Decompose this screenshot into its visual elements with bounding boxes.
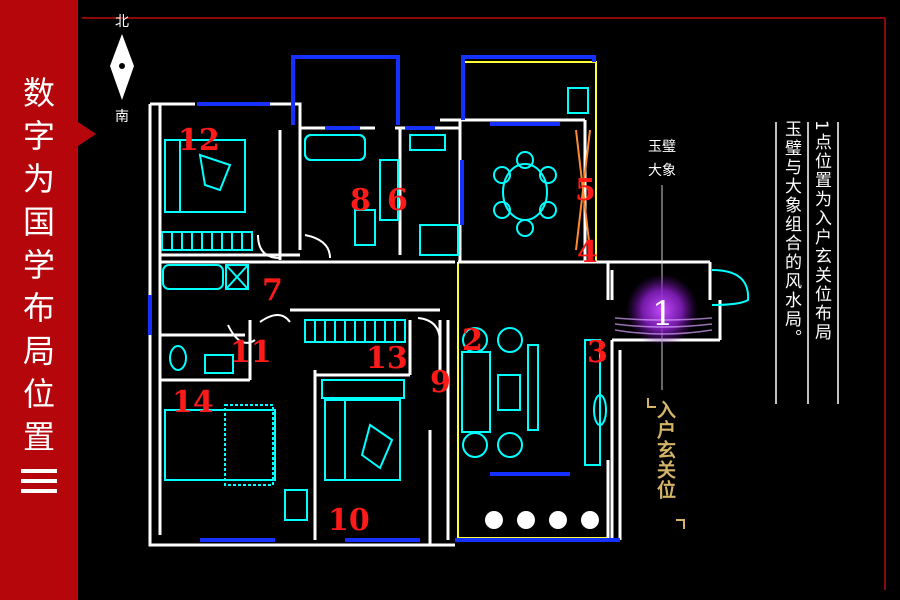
sidebar-bar [21,469,57,473]
description-rules [775,122,839,404]
sidebar [0,0,78,600]
glow-rays [614,317,713,335]
description: 1点位置为入户玄关位布局 玉璧与大象组合的风水局。 [776,120,840,406]
position-4: 4 [577,235,598,270]
kitchen-door-marks [575,129,591,251]
jade-label: 玉璧 [648,138,676,155]
sidebar-number-three [21,463,57,493]
position-3: 3 [587,335,608,370]
description-col1: 1点位置为入户玄关位布局 [811,120,831,342]
title-char: 字 [22,117,55,155]
title-char: 置 [22,418,55,456]
sidebar-bar [21,479,57,483]
doors [227,234,441,344]
entry-foyer-label: 入户玄关位 [654,400,676,500]
sidebar-bar [21,489,57,493]
walls [148,102,722,547]
position-2: 2 [462,323,483,358]
position-9: 9 [430,365,451,400]
compass-south-label: 南 [115,109,129,125]
compass [110,34,134,100]
corner-decoration [82,17,886,590]
position-12: 12 [178,123,220,158]
balcony-plants [485,511,599,529]
position-6: 6 [387,183,408,218]
title-char: 位 [22,375,55,413]
title-char: 局 [22,332,55,370]
elephant-label: 大象 [648,163,676,179]
position-14: 14 [172,385,214,420]
entry-label-brackets [647,398,685,529]
title-char: 国 [22,203,55,241]
description-col2: 玉璧与大象组合的风水局。 [781,120,801,348]
sidebar-pointer [78,122,96,146]
sidebar-title: 数 字 为 国 学 布 局 位 置 [0,72,78,493]
position-11: 11 [230,335,272,370]
position-7: 7 [262,273,283,308]
position-5: 5 [575,173,596,208]
windows [148,55,620,542]
position-1: 1 [652,294,674,334]
position-1-glow [626,274,698,346]
title-char: 布 [22,289,55,327]
position-10: 10 [328,503,370,538]
title-char: 学 [22,246,55,284]
furniture [161,87,750,521]
compass-north-label: 北 [115,14,129,30]
title-char: 数 [22,74,55,112]
position-8: 8 [350,183,371,218]
position-13: 13 [366,341,408,376]
title-char: 为 [22,160,55,198]
